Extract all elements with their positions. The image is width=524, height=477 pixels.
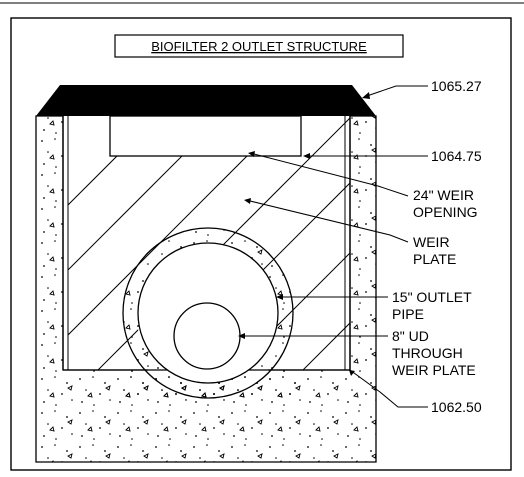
concrete-cap xyxy=(36,85,376,116)
callout-underdrain-line3: WEIR PLATE xyxy=(392,362,476,378)
weir-opening xyxy=(109,115,302,157)
title-text: BIOFILTER 2 OUTLET STRUCTURE xyxy=(151,39,367,54)
callout-underdrain-line2: THROUGH xyxy=(392,345,463,361)
callout-underdrain-line1: 8" UD xyxy=(392,328,429,344)
elevation-invert: 1062.50 xyxy=(431,399,482,415)
callout-outlet-pipe-line2: PIPE xyxy=(392,306,424,322)
callout-weir-plate-line1: WEIR xyxy=(413,234,450,250)
callout-weir-plate-line2: PLATE xyxy=(413,251,456,267)
elevation-top-cap: 1065.27 xyxy=(431,78,482,94)
callout-weir-opening-line2: OPENING xyxy=(413,204,478,220)
leader-lines xyxy=(240,85,428,408)
elevation-weir-crest: 1064.75 xyxy=(431,148,482,164)
drawing-border xyxy=(10,17,512,471)
callout-outlet-pipe-line1: 15" OUTLET xyxy=(392,289,472,305)
leader-arrowheads xyxy=(238,92,370,376)
title-box xyxy=(114,34,404,58)
underdrain-pipe xyxy=(173,302,241,370)
callout-weir-opening-line1: 24" WEIR xyxy=(413,187,474,203)
